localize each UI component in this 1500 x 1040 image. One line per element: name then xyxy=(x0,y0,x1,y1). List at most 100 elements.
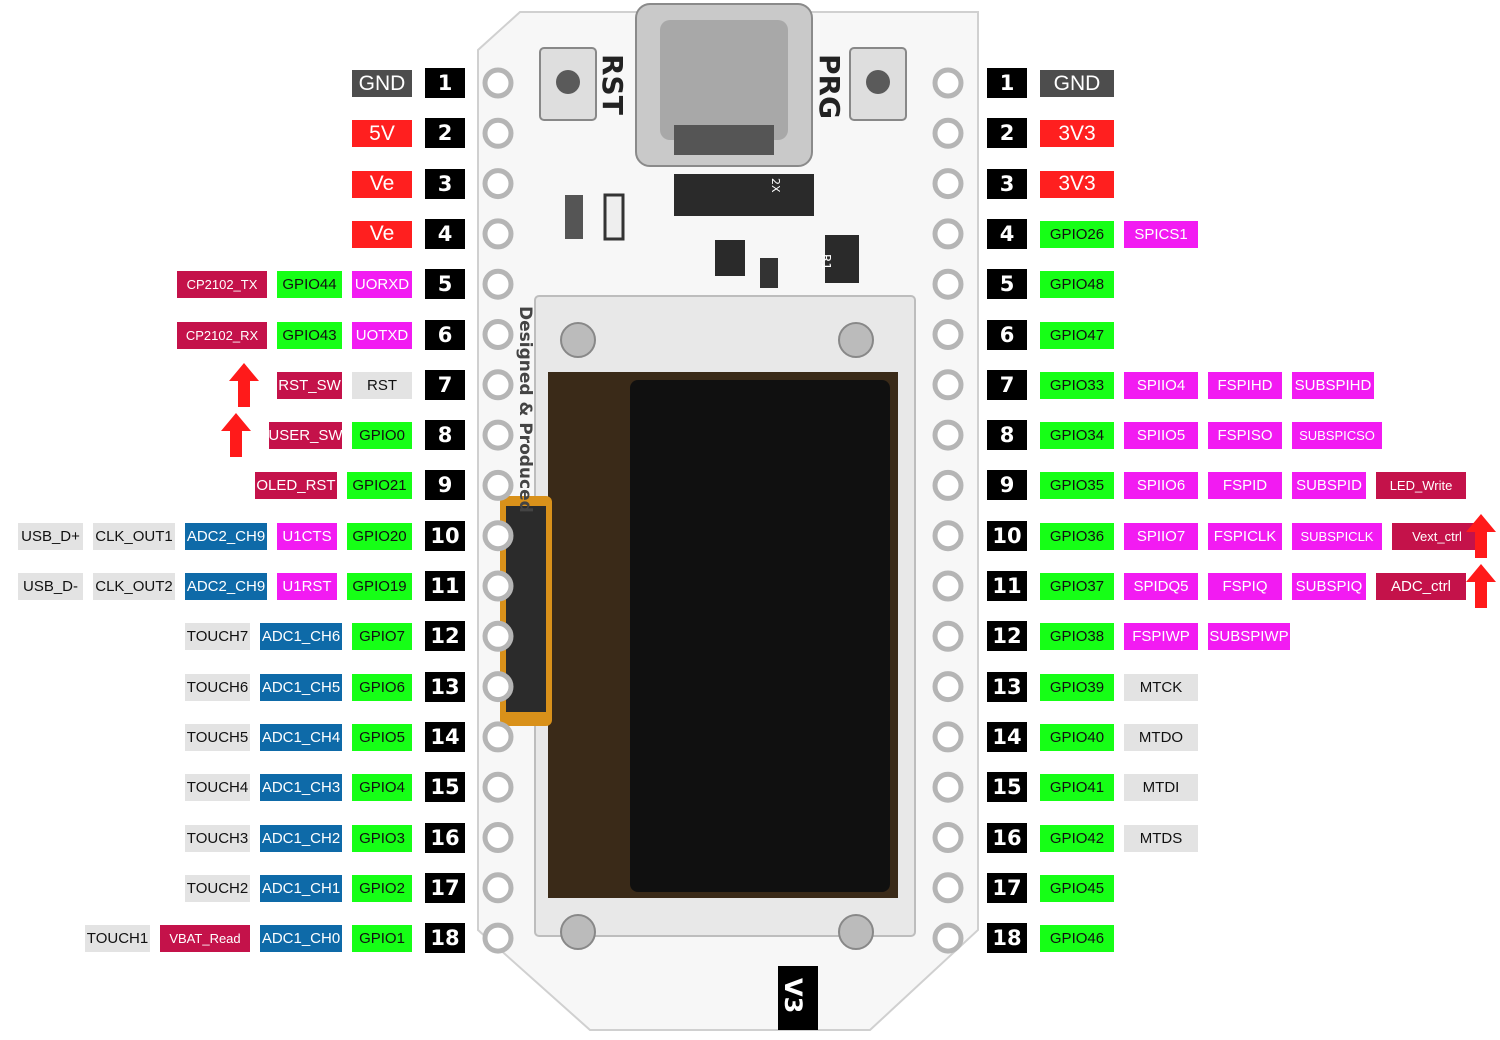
pin-label-gpio: GPIO48 xyxy=(1040,271,1114,299)
chip-component xyxy=(674,174,814,216)
led-component xyxy=(603,193,625,241)
pin-label-adc: ADC1_CH1 xyxy=(260,874,342,902)
pin-label-spi: UOTXD xyxy=(352,321,412,349)
pin-number: 10 xyxy=(425,520,465,551)
pin-number: 18 xyxy=(987,923,1027,954)
pin-label-adc: ADC2_CH9 xyxy=(185,522,267,550)
pin-label-misc: TOUCH6 xyxy=(185,673,250,701)
pin-number: 11 xyxy=(987,571,1027,601)
pin-pad xyxy=(482,570,514,602)
pin-label-adc: ADC1_CH3 xyxy=(260,774,342,802)
pin-number: 17 xyxy=(425,872,465,903)
pin-pad xyxy=(482,872,514,904)
pin-pad xyxy=(932,520,964,552)
pin-number: 8 xyxy=(425,420,465,451)
pin-label-spi: SPIIO6 xyxy=(1124,472,1198,500)
pin-label-spi: U1RST xyxy=(277,573,337,600)
pin-number: 15 xyxy=(987,772,1027,803)
up-arrow-icon xyxy=(1466,513,1496,558)
pin-number: 3 xyxy=(425,168,465,199)
version-label: V3 xyxy=(779,978,807,1013)
pin-label-gpio: GPIO7 xyxy=(352,623,412,651)
mounting-hole xyxy=(560,322,596,358)
pin-pad xyxy=(932,117,964,149)
pin-label-adc: ADC1_CH4 xyxy=(260,723,342,751)
pin-label-gpio: GPIO42 xyxy=(1040,824,1114,852)
pin-label-gpio: GPIO34 xyxy=(1040,422,1114,450)
pin-pad xyxy=(482,67,514,99)
pin-label-gpio: GPIO4 xyxy=(352,774,412,802)
pin-number: 6 xyxy=(987,319,1027,350)
pin-number: 8 xyxy=(987,420,1027,451)
mounting-hole xyxy=(560,914,596,950)
pin-pad xyxy=(932,570,964,602)
pin-label-spi: U1CTS xyxy=(277,522,337,550)
prg-button-cap[interactable] xyxy=(866,70,890,94)
pin-number: 2 xyxy=(425,118,465,149)
pin-label-gpio: GPIO21 xyxy=(347,472,412,500)
r1-silk-label: R1 xyxy=(819,254,833,270)
pin-label-misc: TOUCH2 xyxy=(185,874,250,902)
pin-pad xyxy=(932,771,964,803)
pin-number: 14 xyxy=(425,721,465,752)
prg-silk-label: PRG xyxy=(813,54,846,119)
pin-label-misc: TOUCH1 xyxy=(85,925,150,953)
pin-number: 9 xyxy=(425,470,465,501)
up-arrow-icon xyxy=(229,362,259,407)
pin-number: 14 xyxy=(987,721,1027,752)
pin-label-func: ADC_ctrl xyxy=(1376,573,1466,600)
pin-label-misc: MTDS xyxy=(1124,824,1198,852)
pin-label-misc: MTCK xyxy=(1124,673,1198,701)
pin-label-misc: CLK_OUT1 xyxy=(93,522,175,550)
pin-pad xyxy=(932,419,964,451)
pin-number: 3 xyxy=(987,168,1027,199)
pin-label-gpio: GPIO2 xyxy=(352,874,412,902)
pin-label-misc: TOUCH5 xyxy=(185,723,250,751)
up-arrow-icon xyxy=(221,413,251,458)
pin-pad xyxy=(932,620,964,652)
pin-number: 16 xyxy=(987,822,1027,853)
pin-label-adc: ADC1_CH5 xyxy=(260,673,342,701)
pin-label-gpio: GPIO44 xyxy=(277,271,342,299)
pin-label-gpio: GPIO41 xyxy=(1040,774,1114,802)
pin-label-spi: SUBSPIWP xyxy=(1208,623,1290,651)
pin-number: 1 xyxy=(425,68,465,98)
pin-number: 10 xyxy=(987,520,1027,551)
pin-label-spi: SPIDQ5 xyxy=(1124,573,1198,600)
pin-label-spi: SUBSPICSO xyxy=(1292,422,1382,450)
pin-label-adc: ADC1_CH2 xyxy=(260,824,342,852)
pin-label-func: VBAT_Read xyxy=(160,925,250,953)
pin-label-misc: MTDO xyxy=(1124,723,1198,751)
pin-number: 7 xyxy=(987,369,1027,400)
pin-number: 13 xyxy=(987,671,1027,702)
pin-label-power: Ve xyxy=(352,220,412,248)
pin-label-power: 3V3 xyxy=(1040,120,1114,148)
up-arrow-icon xyxy=(1466,564,1496,608)
pin-label-spi: FSPIHD xyxy=(1208,371,1282,399)
capacitor-component xyxy=(760,258,778,288)
pin-pad xyxy=(932,369,964,401)
pin-pad xyxy=(482,922,514,954)
pin-pad xyxy=(932,671,964,703)
rst-button-cap[interactable] xyxy=(556,70,580,94)
pin-label-gpio: GPIO46 xyxy=(1040,925,1114,953)
pin-number: 16 xyxy=(425,822,465,853)
pin-label-misc: TOUCH3 xyxy=(185,824,250,852)
pin-label-func: OLED_RST xyxy=(255,472,337,500)
pin-pad xyxy=(482,520,514,552)
pin-number: 12 xyxy=(987,621,1027,652)
pin-label-gpio: GPIO45 xyxy=(1040,874,1114,902)
pin-number: 4 xyxy=(987,218,1027,249)
pin-number: 18 xyxy=(425,923,465,954)
pin-pad xyxy=(482,419,514,451)
pin-label-gnd: GND xyxy=(352,70,412,97)
transistor-component xyxy=(825,235,859,283)
pin-label-spi: SPICS1 xyxy=(1124,220,1198,248)
pin-label-gpio: GPIO6 xyxy=(352,673,412,701)
pin-label-gpio: GPIO26 xyxy=(1040,220,1114,248)
pin-pad xyxy=(932,319,964,350)
pin-number: 13 xyxy=(425,671,465,702)
pin-number: 12 xyxy=(425,621,465,652)
